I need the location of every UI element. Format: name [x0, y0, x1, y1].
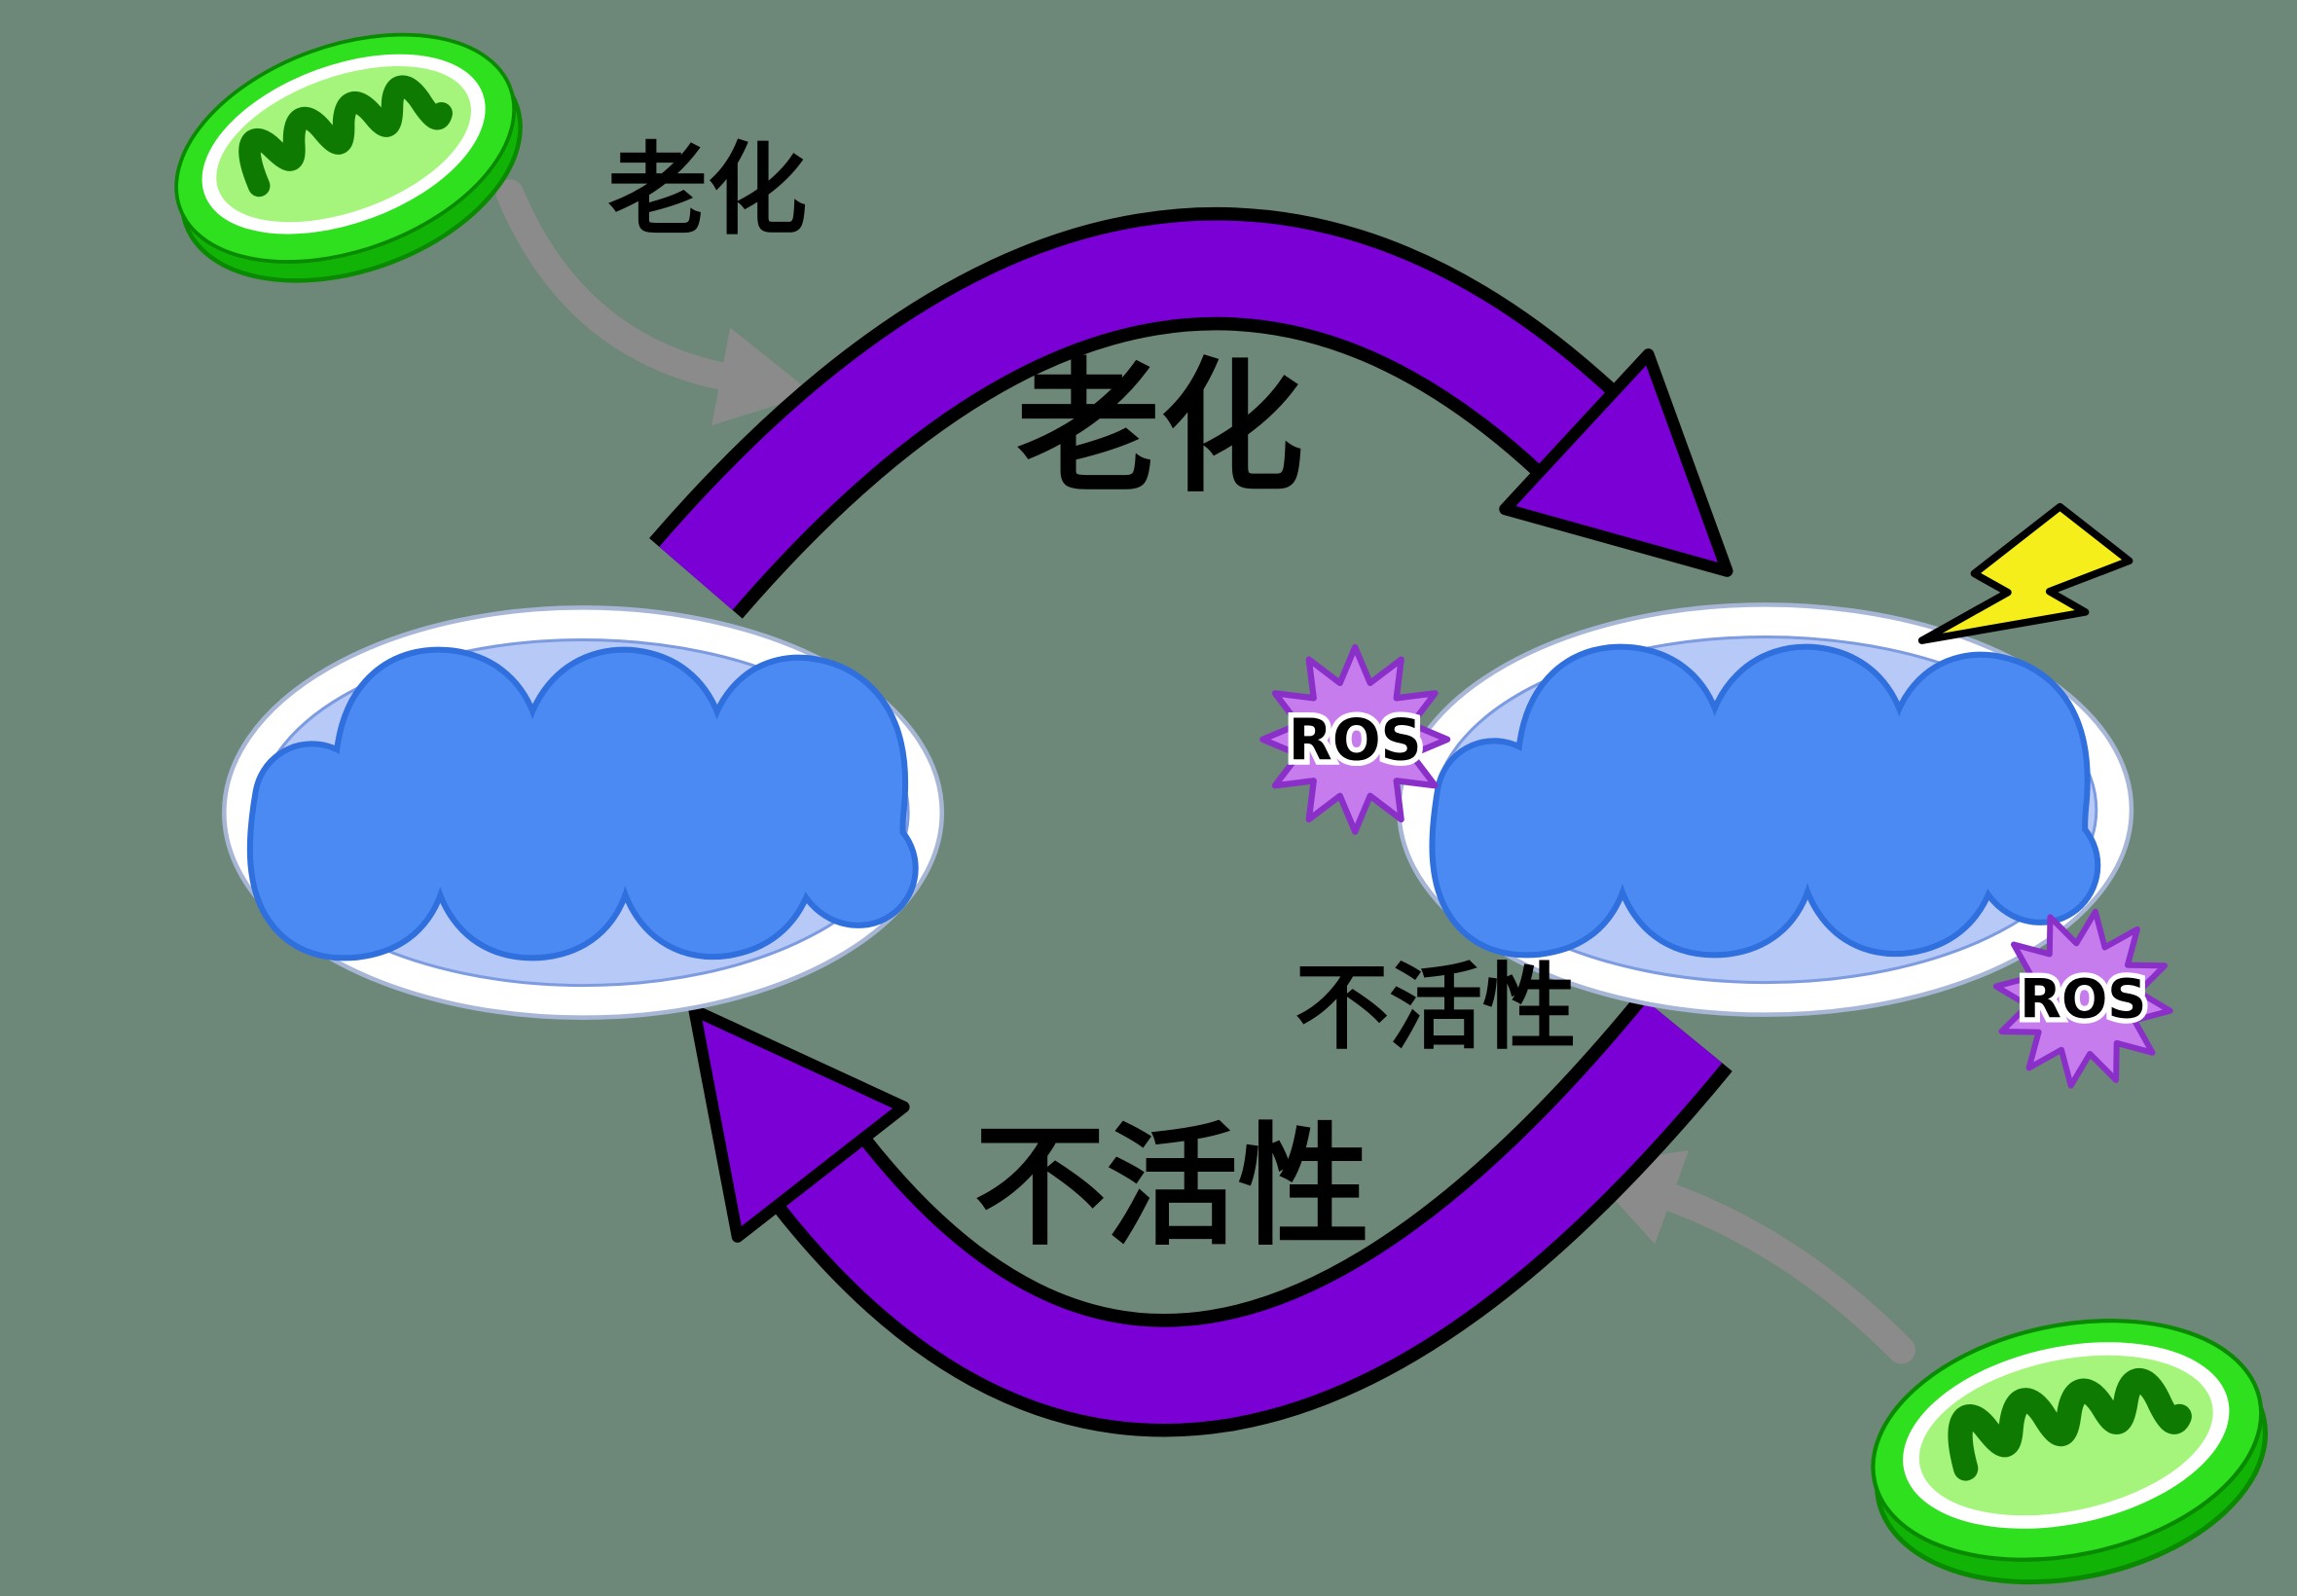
inactive-label-small: 不活性	[1295, 953, 1577, 1063]
aging-arrow-head	[1499, 348, 1733, 577]
lightning-bolt-icon	[1917, 502, 2133, 644]
healthy-mitochondrion-bottom-right	[1871, 1319, 2269, 1585]
aging-label-large: 老化	[1017, 344, 1304, 512]
healthy-mitochondrion-top-left	[174, 32, 523, 283]
inactive-arrow-band	[782, 1001, 1723, 1424]
lightning-bolt-shape	[1917, 502, 2133, 644]
aged-mitochondrion-right	[1397, 602, 2134, 1017]
aging-label-small: 老化	[608, 132, 808, 249]
aged-mito-left-cristae	[252, 652, 913, 956]
inactive-arrow	[688, 993, 1732, 1437]
ros-badge-left: ROS	[1259, 643, 1451, 835]
ros-star-left	[1259, 643, 1451, 835]
healthy-mito-br-cristae	[1948, 1368, 2192, 1481]
ros-label-left: ROS	[1289, 707, 1422, 773]
aging-arrow-band	[659, 220, 1610, 610]
ros-star-right	[1992, 908, 2173, 1089]
gray-arrow-top-shaft	[495, 179, 744, 392]
inactive-arrow-head	[688, 1004, 910, 1243]
ros-badge-right: ROS	[1992, 908, 2173, 1089]
aging-arrow	[649, 207, 1733, 619]
healthy-mito-tl-cristae	[238, 75, 453, 198]
aged-mitochondrion-left	[222, 605, 945, 1020]
inactive-label-large: 不活性	[974, 1108, 1369, 1263]
gray-arrow-bottom-shaft	[1650, 1180, 1915, 1364]
ros-label-right: ROS	[2020, 968, 2146, 1032]
aged-mito-right-cristae	[1435, 649, 2096, 953]
